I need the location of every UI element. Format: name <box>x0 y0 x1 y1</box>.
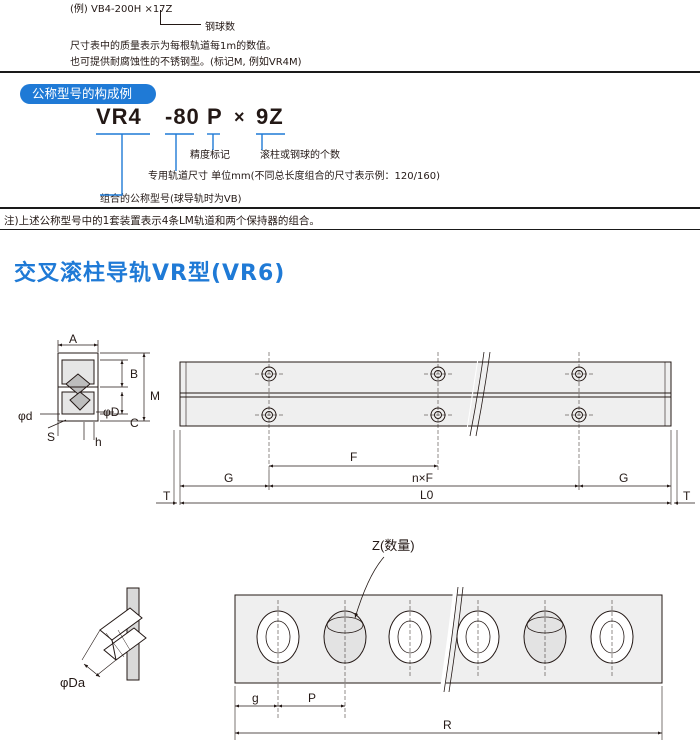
divider-footnote <box>0 229 700 230</box>
dim-label-d-small: φd <box>18 409 32 423</box>
ball-count-leader <box>160 10 201 25</box>
dim-label-l0: L0 <box>420 488 434 502</box>
cross-section-view <box>40 340 150 440</box>
dim-label-a: A <box>69 332 77 346</box>
times-sign: × <box>234 107 246 127</box>
dim-label-da: φDa <box>60 675 86 690</box>
dim-label-g-pitch: g <box>252 691 259 705</box>
composition-heading: 公称型号的构成例 <box>20 84 156 104</box>
note-line-1: 尺寸表中的质量表示为每根轨道每1m的数值。 <box>70 41 277 52</box>
part-model: VR4 <box>96 104 142 129</box>
dim-label-d-large: φD <box>103 405 120 419</box>
note-line-2: 也可提供耐腐蚀性的不锈钢型。(标记M, 例如VR4M) <box>70 57 302 68</box>
ball-count-label: 钢球数 <box>205 22 235 33</box>
dim-label-c: C <box>130 416 139 430</box>
divider-top <box>0 71 700 73</box>
dim-label-g-right: G <box>619 471 628 485</box>
section-title: 交叉滚柱导轨VR型(VR6) <box>14 261 286 286</box>
dim-label-t-right: T <box>683 489 691 503</box>
example-model-line: (例) VB4-200H ×17Z <box>70 4 173 15</box>
dim-label-m: M <box>150 389 160 403</box>
dim-label-p: P <box>308 691 316 705</box>
dim-label-nf: n×F <box>412 471 433 485</box>
part-count: 9Z <box>256 104 284 129</box>
part-length: -80 <box>165 104 200 129</box>
dim-label-z: Z(数量) <box>372 538 415 553</box>
dim-label-f: F <box>350 450 357 464</box>
rail-front-view <box>156 351 695 505</box>
label-precision: 精度标记 <box>190 150 230 161</box>
cage-plan-view <box>234 556 663 740</box>
divider-mid <box>0 207 700 209</box>
dim-label-t-left: T <box>163 489 171 503</box>
footnote: 注)上述公称型号中的1套装置表示4条LM轨道和两个保持器的组合。 <box>4 215 320 227</box>
dim-label-h: h <box>95 435 102 449</box>
label-model: 组合的公称型号(球导轨时为VB) <box>100 194 242 205</box>
cage-detail-view <box>81 587 147 681</box>
label-length: 专用轨道尺寸 单位mm(不同总长度组合的尺寸表示例：120/160) <box>148 171 441 182</box>
dim-label-b: B <box>130 367 138 381</box>
part-precision: P <box>207 104 223 129</box>
composition-leaders <box>96 133 285 196</box>
dim-label-s: S <box>47 430 55 444</box>
label-count: 滚柱或钢球的个数 <box>260 150 340 161</box>
dim-label-g-left: G <box>224 471 233 485</box>
dim-label-r: R <box>443 718 452 732</box>
